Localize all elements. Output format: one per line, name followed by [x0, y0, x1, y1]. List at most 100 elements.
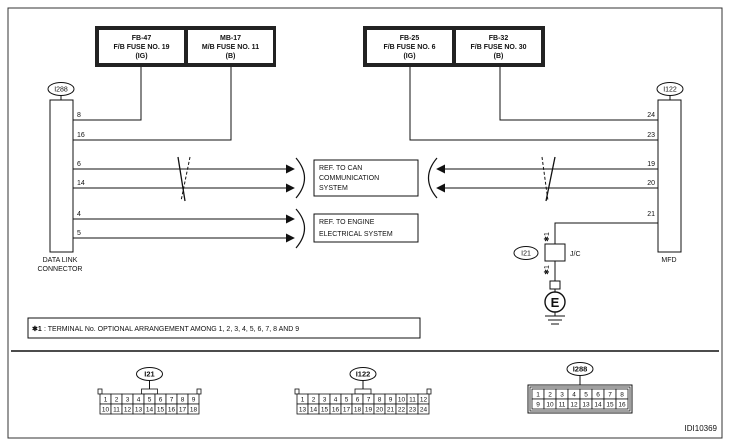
wire-mb17-to-pin16 [73, 67, 232, 141]
connector-pin-number: 16 [168, 407, 176, 414]
wire-pin21-ground [554, 222, 658, 244]
connector-pin-number: 13 [299, 407, 307, 414]
connector-pin-number: 14 [310, 407, 318, 414]
connector-pin-number: 13 [135, 407, 143, 414]
fuse-group-left: FB-47 F/B FUSE NO. 19 (IG) MB-17 M/B FUS… [95, 26, 276, 67]
connector-pin-number: 3 [560, 392, 564, 399]
wires [73, 67, 658, 316]
twisted-pair-mark [180, 156, 191, 202]
connector-latch [196, 388, 202, 395]
wire-fb25-to-pin23 [409, 67, 658, 141]
connector-pin-number: 13 [582, 402, 590, 409]
connector-pin-number: 20 [376, 407, 384, 414]
connector-pin-number: 9 [536, 402, 540, 409]
connector-pin-number: 15 [321, 407, 329, 414]
ground-terminal [549, 280, 561, 290]
connector-id: I288 [54, 87, 68, 94]
connector-id: I288 [573, 365, 588, 374]
jc-body [544, 243, 566, 262]
connector-pin-number: 17 [343, 407, 351, 414]
pin-number: 24 [647, 112, 655, 119]
connector-pin-number: 15 [606, 402, 614, 409]
ref-can-text: SYSTEM [319, 185, 348, 192]
connector-pin-number: 1 [301, 397, 305, 404]
connector-pin-number: 10 [398, 397, 406, 404]
connector-pin-number: 16 [618, 402, 626, 409]
ref-engine-frame [313, 213, 419, 243]
note-text: : TERMINAL No. OPTIONAL ARRANGEMENT AMON… [44, 326, 299, 333]
note-mark: ✱1 [32, 325, 42, 333]
connector-pin-number: 21 [387, 407, 395, 414]
connector-latch [97, 388, 103, 395]
fuse-label-line: (B) [494, 53, 504, 60]
connector-pin-number: 5 [584, 392, 588, 399]
mfd-label: MFD [661, 257, 676, 264]
wire-fb47-to-pin8 [73, 67, 142, 121]
connector-pin-number: 2 [312, 397, 316, 404]
figure-id: IDI10369 [685, 424, 718, 433]
connector-pin-number: 18 [190, 407, 198, 414]
twisted-pair-mark [545, 156, 556, 202]
fuse-label-line: FB-47 [132, 35, 152, 42]
connector-pin-number: 18 [354, 407, 362, 414]
pin-number: 19 [647, 161, 655, 168]
connector-pin-number: 8 [378, 397, 382, 404]
ground-label: E [551, 295, 560, 310]
data-link-connector: I288 DATA LINK CONNECTOR 8 16 6 14 4 5 [38, 82, 85, 273]
connector-id-badge [513, 246, 539, 260]
fuse-label-line: (IG) [403, 53, 415, 60]
connector-pin-number: 7 [170, 397, 174, 404]
connector-pin-number: 12 [570, 402, 578, 409]
connector-pin-number: 4 [334, 397, 338, 404]
engine-ref-bracket [295, 208, 306, 249]
ground-symbol: E [544, 291, 566, 325]
joint-connector: J/C I21 ✱1 ✱1 [513, 232, 581, 290]
connector-pin-number: 6 [356, 397, 360, 404]
connector-pin-number: 10 [546, 402, 554, 409]
ref-can-text: REF. TO CAN [319, 165, 362, 172]
fuse-label-line: F/B FUSE NO. 19 [113, 44, 169, 51]
connector-cell [187, 403, 200, 415]
pin-number: 21 [647, 211, 655, 218]
mfd-body [657, 99, 682, 253]
connector-pin-number: 3 [126, 397, 130, 404]
pin-number: 4 [77, 211, 81, 218]
connector-pin-number: 19 [365, 407, 373, 414]
pin-number: 6 [77, 161, 81, 168]
pin-number: 14 [77, 180, 85, 187]
fuse-label-line: FB-32 [489, 35, 509, 42]
connector-pin-number: 4 [137, 397, 141, 404]
connector-pin-number: 12 [124, 407, 132, 414]
pin-number: 16 [77, 132, 85, 139]
fuse-group-right: FB-25 F/B FUSE NO. 6 (IG) FB-32 F/B FUSE… [363, 26, 545, 67]
connector-pin-number: 3 [323, 397, 327, 404]
jc-label: J/C [570, 251, 581, 258]
terminal-mark: ✱1 [543, 265, 551, 275]
fuse-box-fb47 [99, 30, 184, 63]
ref-can-box: REF. TO CAN COMMUNICATION SYSTEM [313, 159, 419, 197]
fuse-box-mb17 [188, 30, 273, 63]
note-frame [27, 317, 421, 339]
connector-pin-number: 4 [572, 392, 576, 399]
connector-id: I21 [521, 251, 531, 258]
connector-pin-number: 2 [115, 397, 119, 404]
pin-number: 20 [647, 180, 655, 187]
mfd-can-bracket [427, 157, 438, 199]
ref-engine-box: REF. TO ENGINE ELECTRICAL SYSTEM [313, 213, 419, 243]
pin-number: 23 [647, 132, 655, 139]
connector-pin-number: 23 [409, 407, 417, 414]
fuse-label-line: F/B FUSE NO. 6 [383, 44, 435, 51]
twisted-pair-mark [177, 156, 186, 202]
fuse-label-line: F/B FUSE NO. 30 [470, 44, 526, 51]
connector-latch [141, 388, 158, 395]
connector-pin-number: 17 [179, 407, 187, 414]
ref-engine-text: ELECTRICAL SYSTEM [319, 231, 393, 238]
connector-pin-number: 5 [148, 397, 152, 404]
connector-pin-number: 2 [548, 392, 552, 399]
fuse-label-line: MB-17 [220, 35, 241, 42]
connector-pin-number: 5 [345, 397, 349, 404]
connector-id: I122 [663, 87, 677, 94]
fuse-label-line: (B) [226, 53, 236, 60]
